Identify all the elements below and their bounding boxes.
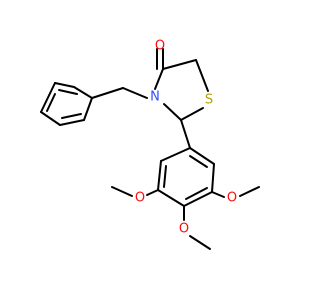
- bond-c2-n: [163, 103, 182, 121]
- bond-aryl-6: [189, 147, 215, 165]
- bond-aryl-double-3: [189, 155, 208, 168]
- carbonyl-oxygen-label: O: [155, 39, 165, 54]
- bond-aryl-5: [211, 163, 215, 193]
- bond-s-c2: [180, 107, 204, 121]
- bond-aryl-3: [157, 189, 185, 207]
- methoxy-oxygen-bottom-label: O: [179, 222, 189, 237]
- bond-methoxy-right-1: [211, 191, 225, 198]
- bond-c5-s: [195, 59, 209, 92]
- bond-aryl-4: [183, 191, 213, 207]
- bond-n-c4: [154, 68, 164, 90]
- bond-methoxy-left-1: [146, 189, 159, 196]
- bond-c2-aryl: [180, 119, 191, 149]
- bond-phenyl-2: [73, 86, 93, 99]
- bond-aryl-double-2: [185, 187, 208, 200]
- ring-nitrogen-label: N: [150, 90, 160, 105]
- bond-methoxy-left-2: [111, 186, 133, 197]
- bond-phenyl-double-1: [58, 89, 78, 95]
- bond-phenyl-6: [40, 82, 56, 113]
- methoxy-oxygen-right-label: O: [227, 191, 237, 206]
- bond-phenyl-1: [54, 82, 75, 88]
- molecule-structure: O N S O O O: [40, 39, 260, 250]
- bond-skeleton: [40, 48, 260, 250]
- bond-methoxy-right-2: [239, 186, 260, 197]
- bond-aryl-double-1: [163, 165, 167, 188]
- bond-aryl-2: [157, 160, 162, 191]
- bond-phenyl-double-2: [61, 113, 82, 119]
- bond-phenyl-5: [40, 111, 61, 126]
- atom-labels: O N S O O O: [135, 39, 237, 237]
- bond-c4-c5: [162, 59, 197, 70]
- bond-linker-2: [122, 87, 148, 99]
- bond-phenyl-double-3: [46, 93, 56, 112]
- bond-phenyl-3: [83, 97, 93, 121]
- methoxy-oxygen-left-label: O: [135, 191, 145, 206]
- bond-phenyl-4: [59, 119, 85, 126]
- ring-sulfur-label: S: [205, 93, 213, 108]
- bond-linker-1: [91, 87, 124, 99]
- bond-aryl-1: [160, 147, 191, 162]
- bond-methoxy-bottom-2: [189, 235, 211, 250]
